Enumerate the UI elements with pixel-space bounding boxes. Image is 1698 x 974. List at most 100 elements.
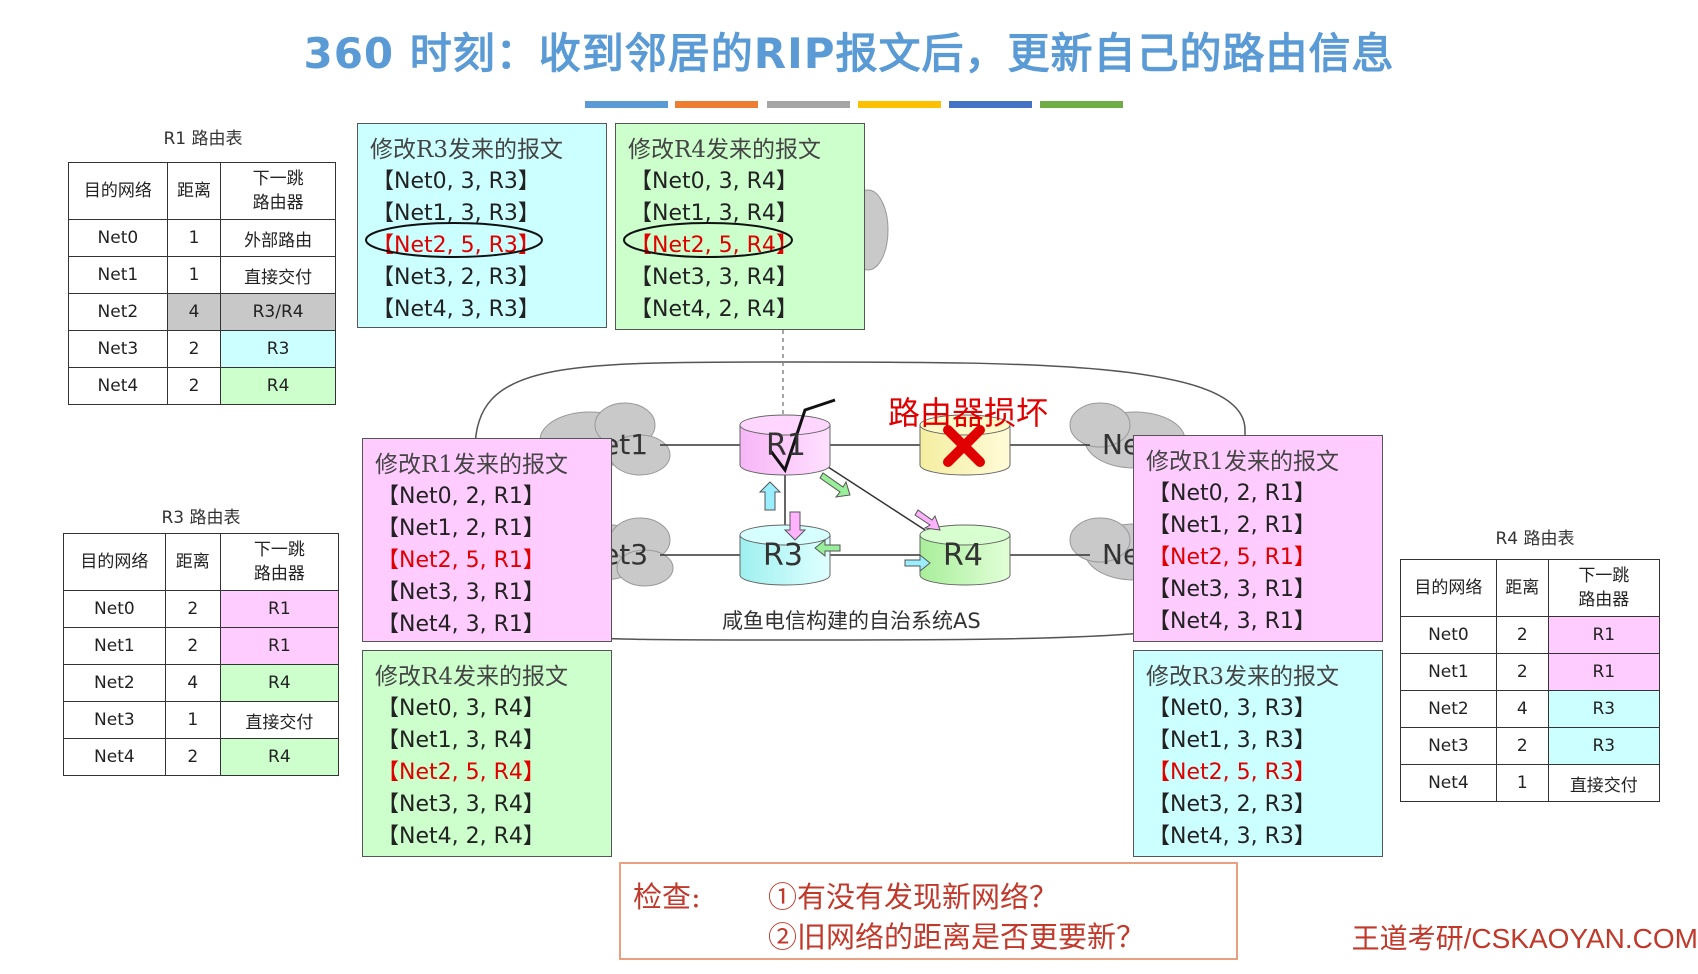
link [824,464,926,531]
broken-router-label: 路由器损坏 [888,394,1049,432]
table-cell-dist: 1 [1495,764,1549,802]
router-r3 [739,524,831,586]
message-box-right-r3: 修改R3发来的报文【Net0, 3, R3】【Net1, 3, R3】【Net2… [1133,650,1383,857]
message-entry: 【Net4, 3, R3】 [1148,824,1316,849]
table-header-cell: 距离 [164,533,221,591]
table-cell-dist: 1 [166,219,222,257]
check-box: 检查: ①有没有发现新网络？ ②旧网络的距离是否更要新？ [619,862,1238,960]
color-bar-segment [585,101,668,108]
message-entry: 【Net2, 5, R3】 [1148,760,1316,785]
message-title: 修改R3发来的报文 [1146,664,1339,690]
as-boundary [474,361,1246,641]
message-entry: 【Net3, 3, R1】 [1148,577,1316,602]
message-entry: 【Net0, 3, R4】 [630,169,798,194]
router-r4-label: R4 [943,538,983,573]
table-cell-next: R1 [1547,653,1661,691]
color-bar-segment [1040,101,1123,108]
message-title: 修改R3发来的报文 [370,137,563,163]
message-entry: 【Net1, 3, R3】 [1148,728,1316,753]
router-r3-label: R3 [763,538,803,573]
color-bar-segment [949,101,1032,108]
r1-table-caption: R1 路由表 [163,129,243,149]
table-cell-net: Net2 [1400,690,1497,728]
table-cell-next: R3 [220,330,336,368]
message-entry: 【Net2, 5, R3】 [372,233,540,258]
message-entry: 【Net2, 5, R1】 [377,548,545,573]
check-question-1: ①有没有发现新网络？ [768,880,1059,914]
table-cell-dist: 4 [166,293,222,331]
table-cell-next: R4 [219,738,340,776]
message-title: 修改R4发来的报文 [375,664,568,690]
table-cell-next: R3 [1547,690,1661,728]
message-entry: 【Net0, 2, R1】 [1148,481,1316,506]
table-cell-net: Net1 [1400,653,1497,691]
message-entry: 【Net4, 2, R4】 [377,824,545,849]
table-cell-next: 直接交付 [220,256,336,294]
message-entry: 【Net3, 3, R1】 [377,580,545,605]
message-entry: 【Net4, 3, R3】 [372,297,540,322]
router-r1 [739,414,831,476]
table-cell-dist: 1 [166,256,222,294]
message-entry: 【Net0, 3, R3】 [372,169,540,194]
table-cell-dist: 2 [164,590,221,628]
message-entry: 【Net1, 2, R1】 [377,516,545,541]
message-entry: 【Net4, 3, R1】 [377,612,545,637]
message-title: 修改R1发来的报文 [375,452,568,478]
table-cell-dist: 2 [1495,616,1549,654]
table-cell-net: Net4 [68,367,168,405]
color-bar-segment [675,101,758,108]
message-entry: 【Net3, 3, R4】 [377,792,545,817]
message-entry: 【Net1, 3, R4】 [377,728,545,753]
table-cell-next: 直接交付 [1547,764,1661,802]
table-header-cell: 下一跳 路由器 [219,533,340,591]
table-cell-dist: 2 [164,738,221,776]
table-header-cell: 目的网络 [63,533,166,591]
table-cell-dist: 2 [166,330,222,368]
table-cell-next: R4 [219,664,340,702]
table-header-cell: 下一跳 路由器 [220,162,336,220]
table-cell-next: R3/R4 [220,293,336,331]
table-cell-dist: 2 [166,367,222,405]
table-cell-net: Net4 [63,738,166,776]
message-box-top-r3: 修改R3发来的报文【Net0, 3, R3】【Net1, 3, R3】【Net2… [357,123,607,328]
message-entry: 【Net4, 2, R4】 [630,297,798,322]
message-box-top-r4: 修改R4发来的报文【Net0, 3, R4】【Net1, 3, R4】【Net2… [615,123,865,330]
message-entry: 【Net1, 3, R3】 [372,201,540,226]
table-cell-next: R1 [219,627,340,665]
table-header-cell: 下一跳 路由器 [1547,559,1661,617]
table-cell-next: R1 [1547,616,1661,654]
broken-x-icon [943,425,985,467]
as-label: 咸鱼电信构建的自治系统AS [722,609,981,633]
message-entry: 【Net3, 2, R3】 [1148,792,1316,817]
message-entry: 【Net2, 5, R4】 [630,233,798,258]
table-cell-net: Net3 [68,330,168,368]
message-entry: 【Net3, 2, R3】 [372,265,540,290]
table-cell-next: R4 [220,367,336,405]
arrow-icon [758,472,941,573]
color-bar-segment [858,101,941,108]
check-label: 检查: [633,880,701,914]
color-bar-segment [767,101,850,108]
message-entry: 【Net4, 3, R1】 [1148,609,1316,634]
message-entry: 【Net3, 3, R4】 [630,265,798,290]
message-entry: 【Net2, 5, R4】 [377,760,545,785]
message-title: 修改R4发来的报文 [628,137,821,163]
table-cell-net: Net2 [63,664,166,702]
message-entry: 【Net0, 3, R4】 [377,696,545,721]
router-r4 [919,524,1011,586]
